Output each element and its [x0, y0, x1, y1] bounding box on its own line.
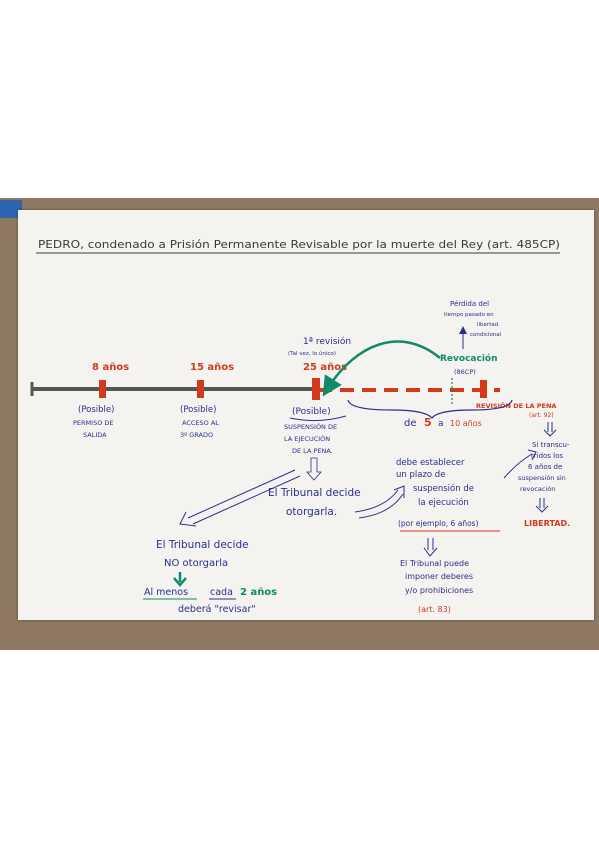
- cada: cada: [210, 587, 233, 598]
- arrow-to-si: [503, 449, 537, 479]
- revocacion-label: Revocación: [440, 353, 498, 364]
- si-4: suspensión sin: [518, 474, 566, 482]
- perdida-2: tiempo pasado en: [444, 312, 494, 318]
- note-25-pena: DE LA PENA.: [292, 447, 333, 455]
- diagram-title: PEDRO, condenado a Prisión Permanente Re…: [38, 239, 560, 251]
- si-3: 6 años de: [528, 463, 562, 471]
- ejemplo: (por ejemplo, 6 años): [398, 519, 479, 528]
- perdida-4: condicional: [470, 332, 502, 338]
- si-1: Si transcu-: [532, 441, 570, 449]
- libertad: LIBERTAD.: [524, 519, 570, 528]
- posible-underline: [289, 415, 347, 422]
- range-de: de: [404, 418, 417, 429]
- note-25-ejecucion: LA EJECUCIÓN: [284, 434, 330, 443]
- deberes-2: imponer deberes: [405, 572, 473, 581]
- background-bottom: [0, 650, 599, 848]
- background-top: [0, 0, 599, 198]
- note-15-posible: (Posible): [180, 405, 216, 415]
- plazo-4: la ejecución: [418, 497, 469, 508]
- no-otorgar-1: El Tribunal decide: [156, 539, 249, 551]
- note-15-grado: 3º GRADO: [180, 431, 213, 439]
- mark-revision-pena: [480, 380, 487, 398]
- revisar: deberá "revisar": [178, 604, 256, 615]
- note-8-permiso: PERMISO DE: [73, 419, 114, 427]
- revocacion-arrow: [322, 340, 441, 397]
- deberes-3: y/o prohibiciones: [405, 586, 473, 595]
- revision-label: 1ª revisión: [303, 336, 351, 347]
- label-25-years: 25 años: [303, 362, 347, 373]
- range-a: a: [438, 419, 444, 429]
- arrow-down-25: [306, 457, 322, 481]
- revocacion-art: (86CP): [454, 368, 476, 376]
- range-10: 10 años: [450, 419, 482, 428]
- note-8-salida: SALIDA: [83, 431, 107, 439]
- blue-object: [0, 200, 22, 218]
- mark-8-years: [99, 380, 106, 398]
- plazo-2: un plazo de: [396, 470, 445, 480]
- si-5: revocación: [520, 485, 555, 493]
- arrow-to-plazo: [354, 485, 405, 519]
- range-5: 5: [424, 416, 432, 429]
- plazo-1: debe establecer: [396, 458, 465, 468]
- tribunal-decide-2: otorgarla.: [286, 506, 337, 518]
- al-menos: Al menos: [144, 587, 188, 598]
- mark-25-years: [312, 378, 320, 400]
- revision-pena-1: REVISIÓN DE LA PENA: [476, 401, 556, 410]
- label-8-years: 8 años: [92, 362, 129, 373]
- si-2: rridos los: [531, 452, 563, 460]
- green-down-arrow: [173, 572, 187, 587]
- no-otorgar-2: NO otorgarla: [164, 558, 228, 569]
- arrow-to-libertad: [535, 498, 549, 513]
- deberes-1: El Tribunal puede: [400, 559, 469, 568]
- perdida-1: Pérdida del: [450, 300, 489, 308]
- plazo-3: suspensión de: [413, 483, 474, 494]
- note-25-posible: (Posible): [292, 407, 331, 417]
- note-25-suspension: SUSPENSIÓN DE: [284, 422, 337, 431]
- perdida-3: libertad: [477, 322, 498, 328]
- range-brace: [347, 399, 513, 419]
- arrow-to-deberes: [423, 538, 438, 557]
- dos-anos: 2 años: [240, 587, 277, 598]
- tribunal-decide-1: El Tribunal decide: [268, 487, 361, 499]
- revision-pena-2: (art. 92): [529, 412, 554, 419]
- note-8-posible: (Posible): [78, 405, 114, 415]
- revision-sub: (Tal vez, lo único): [288, 350, 336, 357]
- label-15-years: 15 años: [190, 362, 234, 373]
- note-15-acceso: ACCESO AL: [182, 419, 219, 427]
- paper-sheet: [18, 210, 594, 620]
- arrow-right-down: [543, 422, 557, 437]
- deberes-4: (art. 83): [418, 605, 451, 614]
- arrow-to-no-otorgar: [179, 469, 301, 527]
- mark-15-years: [197, 380, 204, 398]
